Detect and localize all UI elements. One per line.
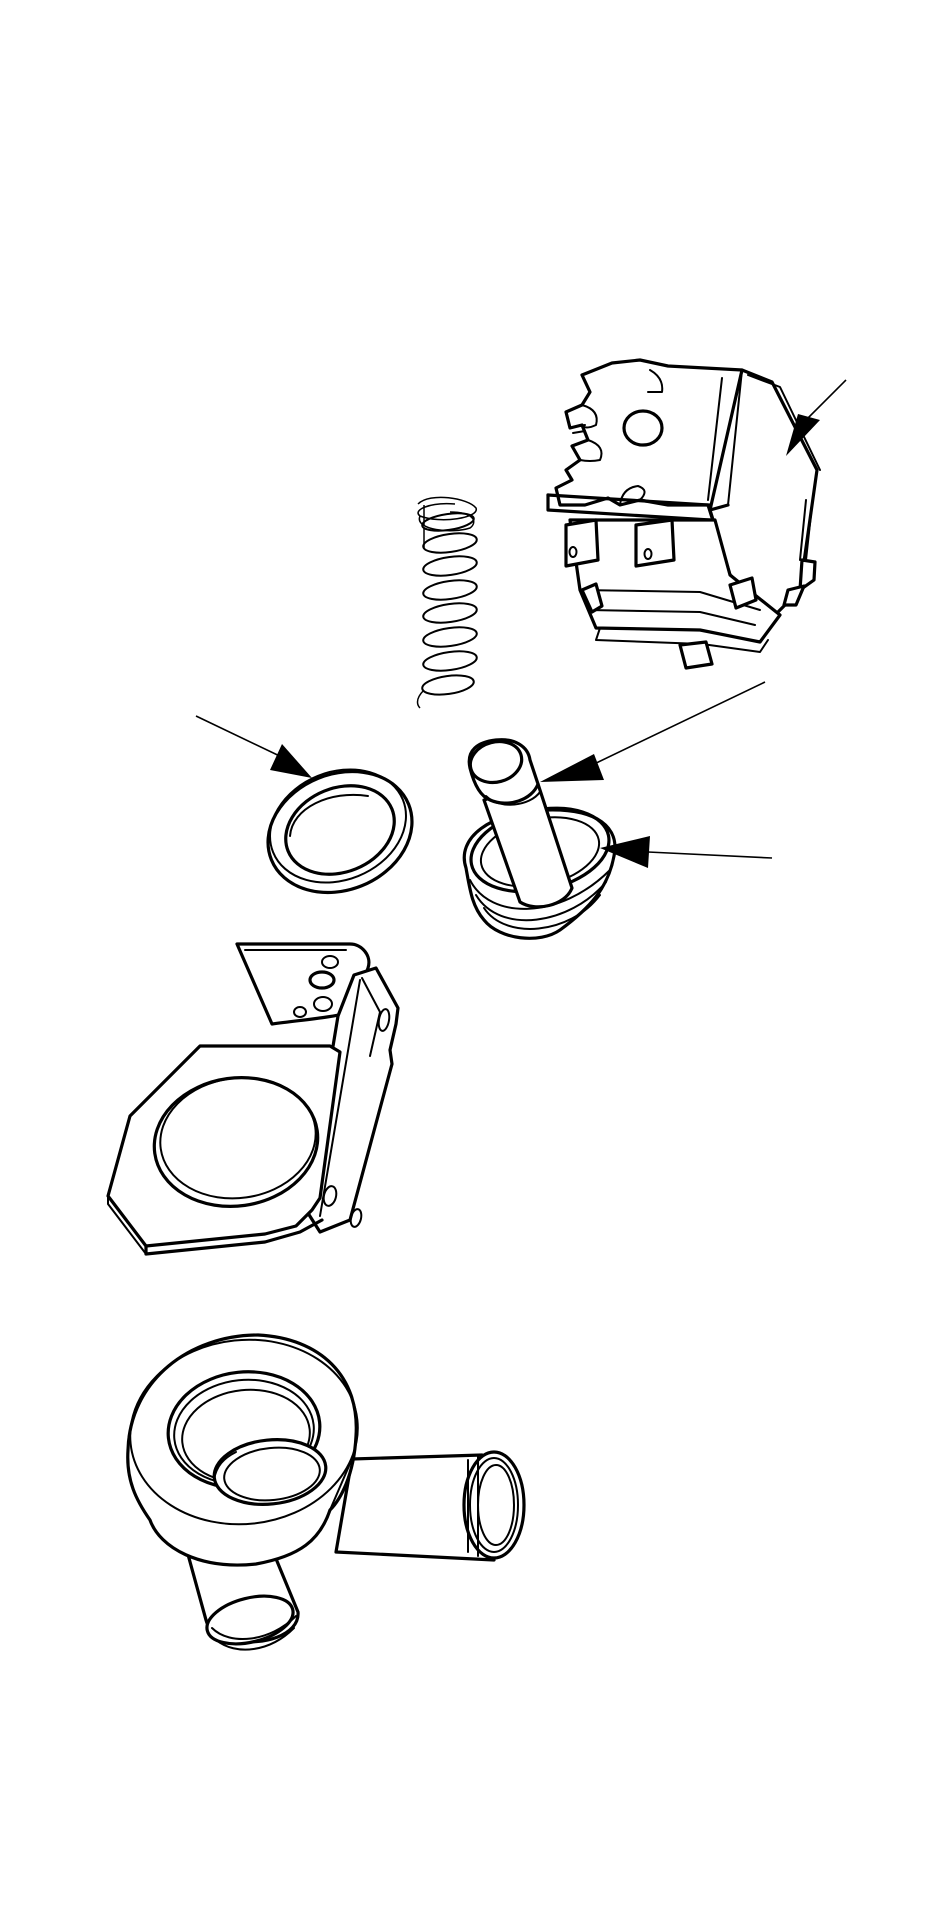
callout-leader-seal [600,836,772,868]
return-spring [418,497,478,708]
callout-leader-plunger [540,682,765,782]
mounting-bracket [108,944,398,1254]
flat-gasket [250,750,431,914]
solenoid-coil [548,360,820,668]
valve-body [121,1329,524,1652]
callout-leader-gasket [196,716,312,778]
